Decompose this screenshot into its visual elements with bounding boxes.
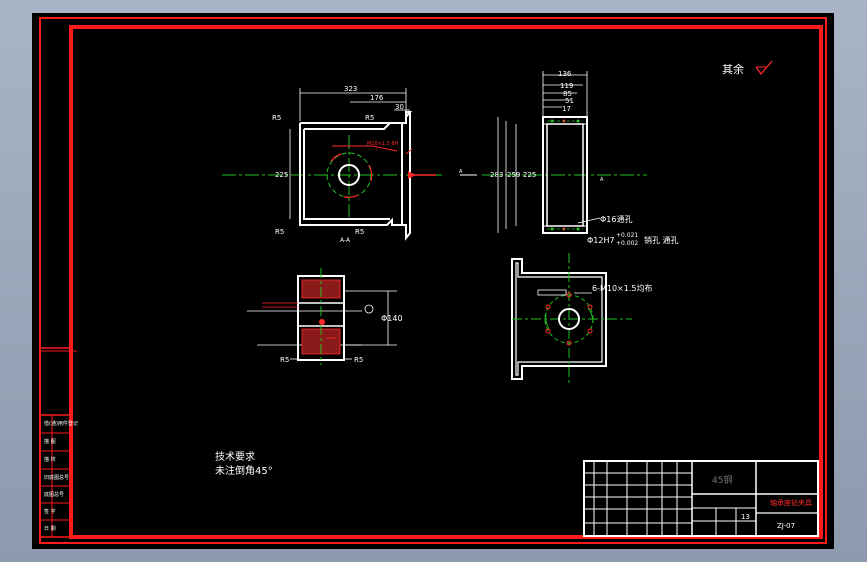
dim-r5-br: R5: [355, 228, 364, 236]
front-view: M10×1.5 6H 323 176 30 R5 R5 R5 R5 225 A-…: [222, 85, 442, 244]
section-a-left: A: [459, 169, 463, 175]
material-text: 45钢: [712, 474, 732, 486]
cad-drawing-canvas: 借(通)用件登记 描 图 描 校 旧底图总号 底图总号 签 字 日 期 其余 M…: [32, 13, 834, 549]
scale-value-text: 13: [741, 513, 750, 521]
strip-label-5: 签 字: [44, 508, 56, 515]
strip-label-2: 描 校: [44, 456, 56, 463]
dim-r5-tl: R5: [272, 114, 281, 122]
dim-176: 176: [370, 94, 384, 102]
dim-225-front: 225: [275, 171, 288, 179]
small-r5-left: R5: [280, 356, 289, 364]
dim-51: 51: [565, 97, 574, 105]
dim-283: 283: [490, 171, 503, 179]
side-hole-16: Φ16通孔: [600, 214, 632, 224]
outer-border: [39, 17, 827, 544]
dim-119: 119: [560, 82, 573, 90]
dim-323: 323: [344, 85, 357, 93]
side-hole-12-prefix: Φ12H7: [587, 236, 615, 245]
dim-259: 259: [507, 171, 520, 179]
sheet-background: [32, 13, 834, 549]
small-r5-right: R5: [354, 356, 363, 364]
strip-label-3: 旧底图总号: [44, 474, 69, 481]
side-strip: 借(通)用件登记 描 图 描 校 旧底图总号 底图总号 签 字 日 期: [39, 347, 78, 538]
bottom-view: 6-M10×1.5均布: [511, 253, 652, 383]
strip-label-0: 借(通)用件登记: [44, 420, 78, 427]
dim-30: 30: [395, 103, 404, 111]
strip-label-4: 底图总号: [44, 491, 64, 498]
drawing-no-text: ZJ-07: [777, 522, 795, 530]
svg-text:M10×1.5 6H: M10×1.5 6H: [367, 141, 399, 147]
dim-r5-tr: R5: [365, 114, 374, 122]
bottom-thread-callout: 6-M10×1.5均布: [592, 283, 652, 293]
side-hole-12-suffix: 销孔 通孔: [644, 235, 679, 245]
dim-136: 136: [558, 70, 572, 78]
dim-225-side: 225: [523, 171, 536, 179]
tech-req-heading: 技术要求: [215, 450, 255, 463]
part-name-text: 轴承座钻夹具: [770, 498, 812, 507]
front-section-label: A-A: [340, 237, 351, 244]
section-marker: A A: [459, 169, 604, 183]
dim-17: 17: [562, 105, 571, 113]
strip-label-6: 日 期: [44, 526, 56, 532]
small-section-view: Φ140 R5 R5: [247, 268, 403, 365]
inner-border: [69, 25, 823, 539]
dim-85: 85: [563, 90, 572, 98]
title-block: 45钢 轴承座钻夹具 ZJ-07 13: [583, 460, 819, 537]
roughness-note: 其余: [722, 62, 744, 76]
section-a-right: A: [600, 177, 604, 183]
side-hole-tol-upper: +0.021: [616, 232, 638, 239]
strip-label-1: 描 图: [44, 438, 56, 445]
side-view: 136 119 85 51 17 283 259 225 Φ16通孔 Φ12H7…: [482, 70, 679, 247]
dim-r5-bl: R5: [275, 228, 284, 236]
roughness-symbol-icon: [755, 60, 773, 75]
side-hole-tol-lower: +0.002: [616, 240, 638, 247]
dim-diameter-140: Φ140: [381, 314, 403, 323]
tech-req-line1: 未注倒角45°: [215, 464, 273, 477]
